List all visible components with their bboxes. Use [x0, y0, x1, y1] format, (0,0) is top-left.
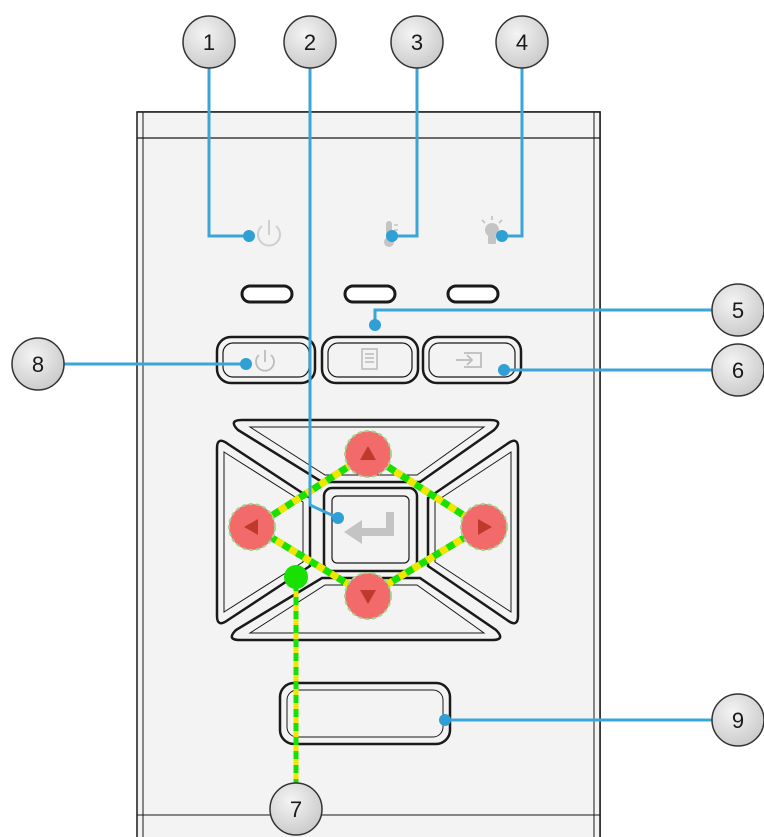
- power-icon: [255, 350, 275, 372]
- enter-return-icon: [344, 512, 394, 544]
- led-slot-temp: [343, 284, 397, 304]
- callout-1: 1: [182, 15, 236, 69]
- enter-button[interactable]: [322, 486, 419, 573]
- svg-text:6: 6: [732, 358, 744, 383]
- power-led-icon: [257, 220, 281, 247]
- leader-1: [207, 62, 249, 238]
- dpad: [215, 418, 520, 642]
- svg-text:7: 7: [290, 797, 302, 822]
- source-button[interactable]: [421, 335, 523, 385]
- svg-text:5: 5: [732, 298, 744, 323]
- ir-sensor-window: [278, 681, 452, 746]
- triangle-up-icon: [344, 430, 392, 478]
- svg-text:3: 3: [411, 30, 423, 55]
- menu-icon: [361, 348, 378, 370]
- callout-9: 9: [711, 693, 764, 747]
- menu-button[interactable]: [320, 335, 420, 385]
- triangle-left-icon: [228, 503, 276, 551]
- callout-2: 2: [283, 15, 337, 69]
- callout-4: 4: [495, 15, 549, 69]
- led-slots: [240, 284, 500, 304]
- power-button[interactable]: [215, 335, 317, 385]
- highlight-anchor-dot: [284, 565, 308, 589]
- leader-3: [392, 62, 419, 238]
- leader-4: [502, 62, 524, 238]
- leader-2: [308, 62, 339, 520]
- triangle-right-icon: [460, 503, 508, 551]
- source-input-icon: [456, 352, 482, 368]
- svg-text:9: 9: [732, 708, 744, 733]
- arrow-highlights: [228, 430, 508, 620]
- lamp-bulb-icon: [481, 216, 503, 244]
- callout-8: 8: [11, 337, 65, 391]
- callout-6: 6: [711, 343, 764, 397]
- triangle-down-icon: [344, 572, 392, 620]
- led-slot-lamp: [446, 284, 500, 304]
- callout-5: 5: [711, 283, 764, 337]
- svg-text:8: 8: [32, 352, 44, 377]
- leader-dots: [240, 230, 510, 726]
- svg-text:4: 4: [516, 30, 528, 55]
- callout-7: 7: [269, 782, 323, 836]
- svg-text:1: 1: [203, 30, 215, 55]
- svg-text:2: 2: [304, 30, 316, 55]
- callout-3: 3: [390, 15, 444, 69]
- led-slot-power: [240, 284, 294, 304]
